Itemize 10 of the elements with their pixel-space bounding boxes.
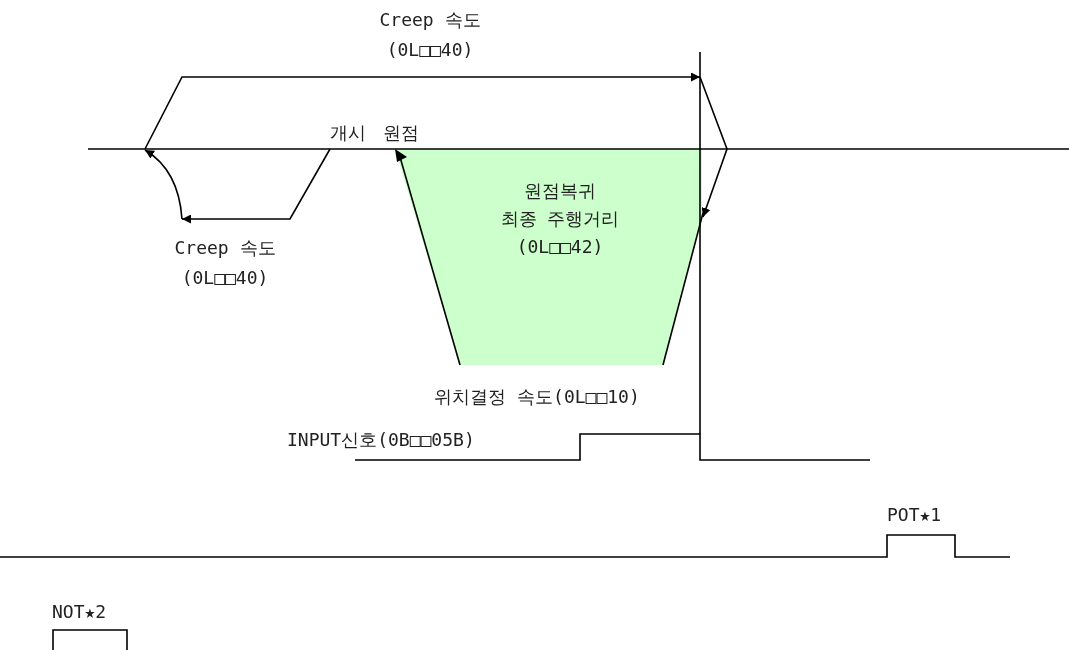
origin-label: 원점 bbox=[383, 121, 419, 145]
signal-label: POT★1 bbox=[887, 503, 942, 527]
signal-label: INPUT신호(0B□□05B) bbox=[287, 428, 475, 452]
speed-label: Creep 속도 (0L□□40) bbox=[173, 236, 277, 290]
area-label: 원점복귀 최종 주행거리 (0L□□42) bbox=[499, 179, 621, 259]
travel-distance-trapezoid bbox=[395, 149, 705, 367]
speed-label: Creep 속도 (0L□□40) bbox=[378, 8, 482, 62]
signal-label: NOT★2 bbox=[52, 600, 107, 624]
speed-label: 위치결정 속도(0L□□10) bbox=[433, 385, 641, 409]
start-label: 개시 bbox=[330, 121, 366, 145]
